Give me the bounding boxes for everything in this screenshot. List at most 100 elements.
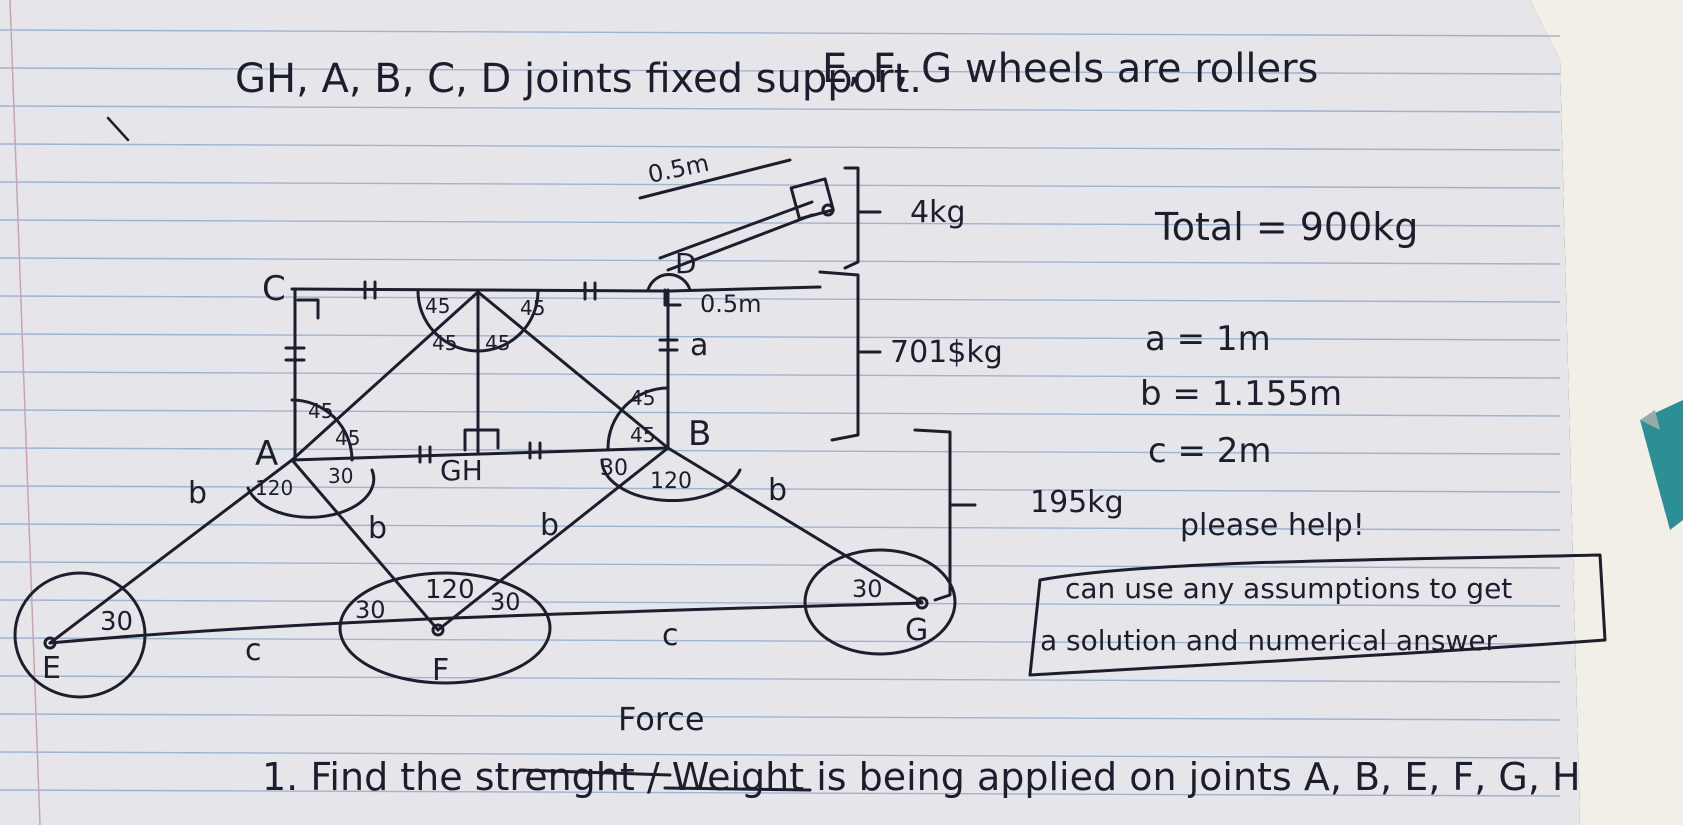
strike-through (518, 768, 672, 777)
arm-end-pin (821, 203, 835, 217)
angle-arc-B-lower (600, 458, 742, 503)
question-correction: Force (618, 700, 705, 738)
rule-line (0, 713, 1561, 721)
underline-weight (663, 786, 812, 792)
member-A-E (48, 458, 294, 645)
angle-label: 30 (355, 596, 386, 624)
angle-label: 30 (600, 456, 628, 481)
margin-line (9, 0, 41, 825)
dim-line-arm (638, 158, 792, 200)
angle-label: 30 (490, 588, 521, 616)
wheel-F (338, 571, 552, 685)
member-B-F (436, 446, 670, 632)
angle-label: 30 (328, 464, 353, 488)
angle-label: 45 (335, 426, 360, 450)
help-title: please help! (1180, 508, 1365, 543)
rule-line (0, 143, 1561, 151)
angle-label: 45 (520, 296, 545, 320)
right-angle-C (296, 298, 320, 320)
joint-G-pin (915, 596, 929, 610)
angle-label: 45 (308, 399, 333, 423)
help-line-1: can use any assumptions to get (1065, 572, 1512, 605)
member-B-G (666, 446, 924, 604)
stray-mark (106, 116, 130, 142)
angle-label: 45 (630, 423, 655, 447)
weight-arm: 4kg (910, 195, 966, 230)
arm-end-block (789, 177, 835, 221)
rule-line (0, 751, 1561, 759)
rule-line (0, 29, 1561, 37)
rule-line (0, 67, 1561, 75)
angle-arc-A-upper (290, 398, 354, 462)
wheel-E (13, 571, 147, 699)
joint-label-GH: GH (440, 454, 483, 487)
angle-arc-top (416, 288, 540, 353)
angle-label: 45 (630, 386, 655, 410)
angle-label: 120 (650, 469, 692, 494)
angle-label: 120 (425, 575, 475, 605)
angle-label: 120 (255, 476, 293, 500)
rule-line (0, 371, 1561, 379)
rule-line (0, 637, 1561, 645)
rule-line (0, 333, 1561, 341)
top-member (290, 287, 672, 293)
angle-label: 30 (852, 575, 883, 603)
rule-line (0, 181, 1561, 189)
rule-line (0, 523, 1561, 531)
rule-line (0, 219, 1561, 227)
angle-arc-B-upper (606, 386, 670, 450)
member-top-A (290, 290, 480, 462)
member-A-F (290, 458, 440, 632)
joint-F-pin (431, 623, 445, 637)
rule-line (0, 485, 1561, 493)
value-a: a = 1m (1145, 319, 1271, 359)
brace-base (913, 428, 952, 602)
angle-label: 45 (425, 294, 450, 318)
angle-label: 30 (100, 607, 133, 637)
rule-line (0, 257, 1561, 265)
right-angle-GH (463, 428, 500, 452)
member-top-B (476, 290, 670, 450)
joint-label-E: E (42, 651, 61, 686)
rule-line (0, 561, 1561, 569)
truss-structure (13, 158, 1607, 792)
member-label-a: a (690, 328, 708, 363)
value-c: c = 2m (1148, 431, 1272, 471)
angle-label: 45 (485, 331, 510, 355)
pen (1640, 400, 1683, 530)
member-label-b-inner: b (368, 511, 387, 546)
ruled-lines (0, 29, 1561, 797)
arm-pivot (646, 273, 692, 292)
member-label-c-right: c (662, 618, 679, 653)
joint-label-F: F (432, 653, 449, 688)
rule-line (0, 599, 1561, 607)
arm-member (658, 200, 814, 260)
joint-E-pin (43, 636, 57, 650)
rule-line (0, 409, 1561, 417)
member-label-b-right: b (768, 473, 787, 508)
help-box (1028, 553, 1607, 677)
question-text: 1. Find the strenght / Weight is being a… (262, 755, 1581, 799)
total-weight: Total = 900kg (1154, 205, 1418, 249)
base-member (48, 601, 924, 645)
brace-frame (818, 270, 860, 442)
rule-line (0, 675, 1561, 683)
next-page (1530, 0, 1683, 825)
rule-line (0, 295, 1561, 303)
rule-line (0, 789, 1561, 797)
value-b: b = 1.155m (1140, 374, 1342, 414)
angle-arc-A-lower (246, 468, 376, 519)
help-line-2: a solution and numerical answer (1040, 624, 1498, 657)
joint-label-B: B (688, 414, 711, 454)
joint-label-G: G (905, 613, 928, 648)
top-extension (668, 285, 822, 293)
member-label-b-outer: b (188, 476, 207, 511)
right-angle-D (663, 288, 682, 307)
rule-line (0, 447, 1561, 455)
angle-label: 45 (432, 331, 457, 355)
weight-base: 195kg (1030, 485, 1124, 520)
header-note: GH, A, B, C, D joints fixed support. (235, 56, 922, 102)
brace-arm (843, 166, 860, 270)
